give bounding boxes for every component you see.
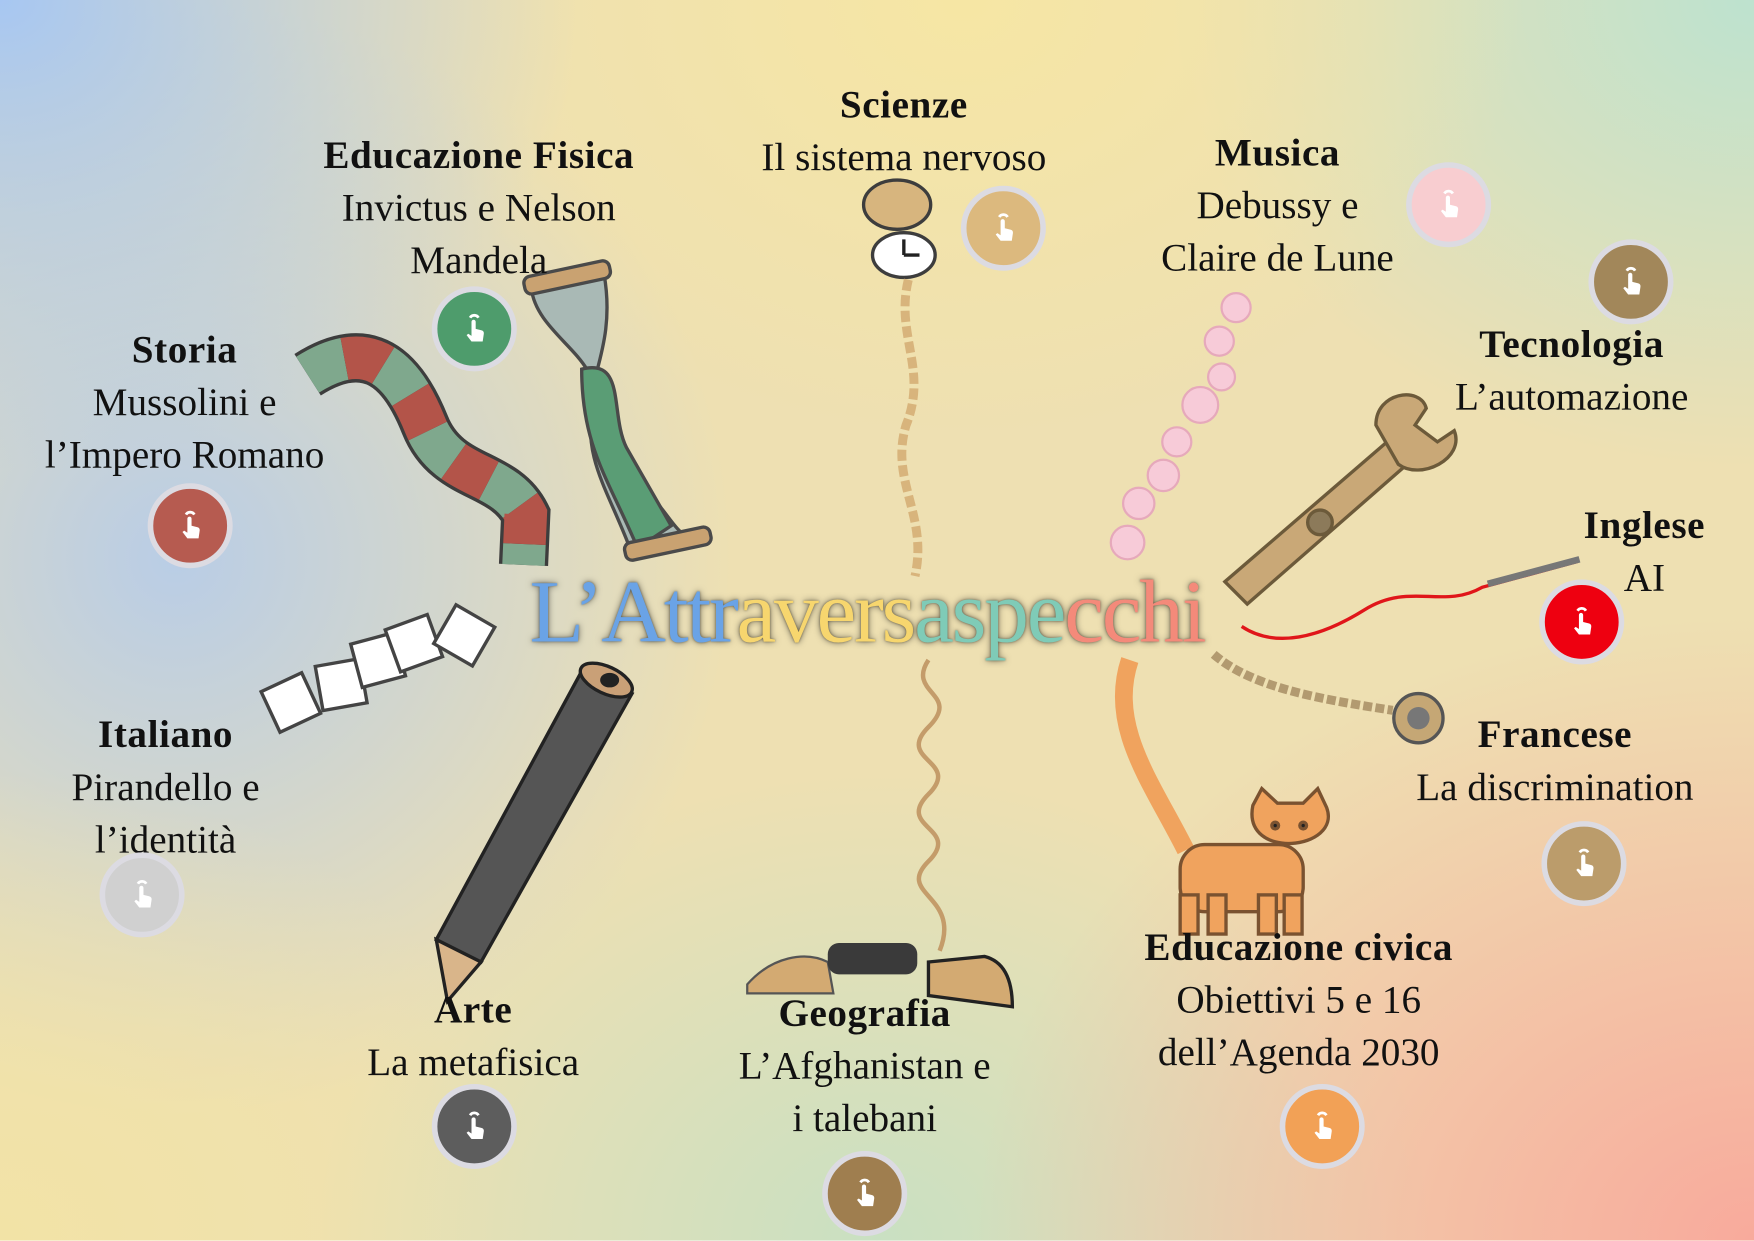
tap-hand-icon: [1314, 1111, 1332, 1140]
topic-subject: Inglese: [1583, 503, 1706, 548]
title-part: cchi: [1064, 563, 1206, 662]
topic-subject: Educazione Fisica: [323, 133, 635, 177]
thread-illustration: [1240, 559, 1578, 640]
open-arte-button[interactable]: [431, 1083, 517, 1169]
open-storia-button[interactable]: [147, 483, 233, 569]
topic-subject: Musica: [1214, 130, 1341, 175]
open-scienze-button[interactable]: [960, 185, 1046, 271]
topic-subtitle: Pirandello e: [71, 765, 260, 809]
tap-hand-icon: [995, 213, 1013, 241]
open-geografia-button[interactable]: [822, 1151, 908, 1237]
pocket-watch-illustration: [861, 178, 937, 578]
topic-subtitle: Invictus e Nelson: [341, 185, 616, 230]
topic-subject: Tecnologia: [1479, 322, 1665, 366]
tap-hand-icon: [466, 313, 484, 342]
open-educazione-fisica-button[interactable]: [431, 286, 517, 372]
topic-subtitle: Debussy e: [1196, 183, 1359, 228]
wrench-illustration: [1222, 393, 1458, 607]
telephone-cord-illustration: [746, 658, 1015, 1009]
needle-illustration: [1486, 556, 1581, 588]
tap-hand-icon: [1623, 266, 1641, 295]
topic-subtitle: Obiettivi 5 e 16: [1176, 977, 1422, 1022]
topic-subtitle: La discrimination: [1416, 765, 1694, 809]
topic-subject: Italiano: [98, 712, 234, 757]
cat-illustration: [1114, 657, 1330, 936]
dice-illustration: [258, 602, 498, 735]
open-tecnologia-button[interactable]: [1588, 239, 1674, 325]
topic-arte: Arte La metafisica: [367, 983, 579, 1088]
topic-subtitle: Mussolini e: [92, 380, 277, 424]
topic-subtitle: i talebani: [792, 1096, 937, 1140]
open-italiano-button[interactable]: [99, 852, 185, 938]
pearl-necklace-illustration: [1109, 291, 1252, 561]
topic-subtitle: Il sistema nervoso: [761, 135, 1047, 179]
chain-illustration: [1210, 650, 1445, 745]
app-title: L’Attraversaspecchi: [529, 562, 1207, 664]
topic-subject: Storia: [131, 327, 238, 372]
topic-subject: Arte: [434, 987, 513, 1032]
open-inglese-button[interactable]: [1539, 579, 1625, 665]
topic-subtitle: dell’Agenda 2030: [1157, 1030, 1440, 1074]
open-francese-button[interactable]: [1541, 821, 1627, 907]
topic-scienze: Scienze Il sistema nervoso: [761, 78, 1046, 183]
topic-subtitle: l’Impero Romano: [44, 432, 325, 477]
scarf-illustration: [294, 333, 551, 566]
topic-subtitle: Mandela: [410, 238, 548, 282]
open-musica-button[interactable]: [1406, 162, 1492, 248]
topic-subtitle: Claire de Lune: [1161, 236, 1394, 280]
topic-subtitle: La metafisica: [367, 1040, 580, 1084]
topic-subtitle: L’Afghanistan e: [738, 1043, 991, 1088]
title-part: L’Attr: [529, 563, 739, 662]
tap-hand-icon: [1576, 848, 1594, 877]
tap-hand-icon: [1574, 607, 1592, 635]
topic-subtitle: l’identità: [94, 817, 237, 862]
topic-subject: Geografia: [778, 991, 951, 1035]
open-educazione-civica-button[interactable]: [1279, 1083, 1365, 1169]
title-part: aspe: [914, 563, 1066, 662]
tap-hand-icon: [1440, 189, 1459, 218]
topic-francese: Francese La discrimination: [1416, 708, 1693, 813]
topic-subtitle: AI: [1623, 555, 1666, 600]
tap-hand-icon: [466, 1111, 484, 1140]
pencil-illustration: [433, 661, 635, 1005]
title-part: avers: [736, 563, 917, 662]
tap-hand-icon: [857, 1178, 875, 1207]
hourglass-illustration: [522, 259, 713, 562]
topic-subject: Educazione civica: [1144, 925, 1453, 969]
topic-subtitle: L’automazione: [1454, 374, 1689, 419]
topic-subject: Scienze: [839, 82, 968, 127]
tap-hand-icon: [182, 510, 200, 539]
tap-hand-icon: [134, 879, 152, 908]
topic-subject: Francese: [1477, 712, 1633, 757]
